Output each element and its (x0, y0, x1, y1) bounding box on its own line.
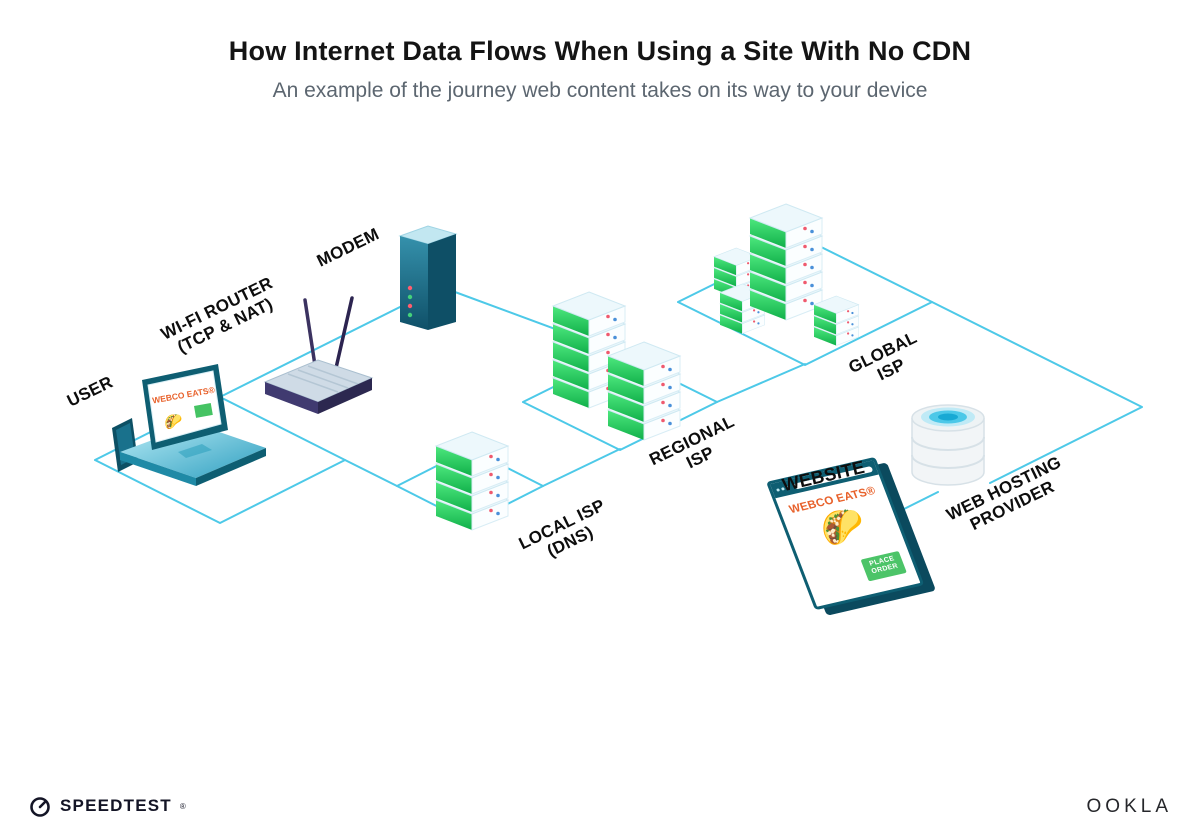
ookla-wordmark: OOKLA (1086, 796, 1172, 817)
user-laptop: WEBCO EATS® 🌮 (112, 364, 266, 486)
laptop-order-button (194, 403, 213, 418)
page-title: How Internet Data Flows When Using a Sit… (228, 36, 972, 66)
local-isp-servers (436, 432, 508, 530)
connector-global-hosting (931, 301, 1143, 484)
global-isp-servers (714, 204, 859, 346)
speedtest-wordmark: SPEEDTEST (60, 796, 172, 815)
connector-local-regional (542, 448, 621, 487)
connector-user-local (344, 459, 398, 487)
speedtest-gauge-icon (30, 797, 50, 817)
page-subtitle: An example of the journey web content ta… (272, 79, 928, 102)
modem (398, 225, 458, 330)
laptop-taco-icon: 🌮 (163, 411, 185, 432)
web-hosting-cylinder (911, 404, 985, 486)
speedtest-trademark: ® (179, 801, 186, 811)
wifi-router (263, 296, 374, 414)
header: How Internet Data Flows When Using a Sit… (0, 36, 1200, 103)
place-order-button: PLACE ORDER (860, 550, 907, 582)
speedtest-logo: SPEEDTEST ® (28, 794, 186, 818)
regional-isp-servers (553, 292, 680, 440)
connector-regional-global (716, 363, 806, 403)
ookla-logo: OOKLA (1087, 796, 1172, 818)
